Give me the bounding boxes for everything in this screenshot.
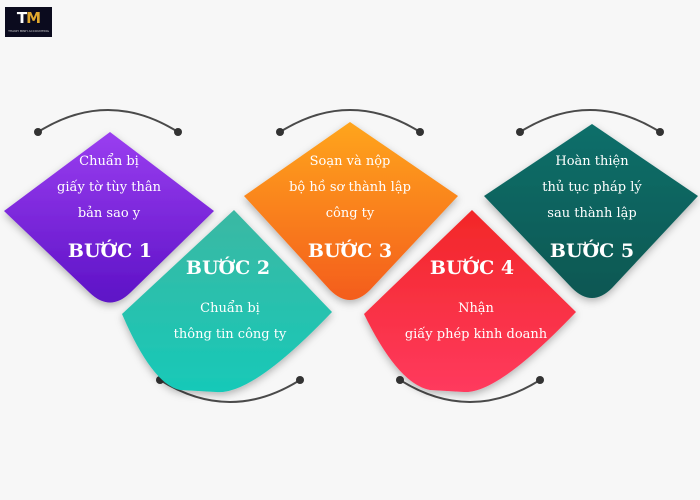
step-4-card bbox=[364, 210, 576, 393]
arc-dot bbox=[396, 376, 404, 384]
logo-tagline: THANH MINH ACCOUNTING bbox=[8, 29, 49, 33]
step-5-line: sau thành lập bbox=[547, 206, 637, 221]
step-5-title: BƯỚC 5 bbox=[549, 240, 635, 262]
step-2-title: BƯỚC 2 bbox=[185, 257, 271, 279]
step-2-line: Chuẩn bị bbox=[200, 301, 260, 316]
step-3-line: Soạn và nộp bbox=[309, 154, 391, 169]
step-4-description: Nhận giấy phép kinh doanh bbox=[396, 296, 556, 348]
step-1-line: Chuẩn bị bbox=[79, 154, 139, 169]
arc-dot bbox=[276, 128, 284, 136]
step-4-title: BƯỚC 4 bbox=[429, 257, 515, 279]
arc-dot bbox=[536, 376, 544, 384]
arc-step-1 bbox=[37, 109, 179, 133]
arc-dot bbox=[34, 128, 42, 136]
step-1-line: bản sao y bbox=[77, 206, 141, 221]
arc-dot bbox=[296, 376, 304, 384]
connector-dots bbox=[34, 128, 664, 384]
arc-dot bbox=[656, 128, 664, 136]
arc-dot bbox=[416, 128, 424, 136]
arc-step-5 bbox=[519, 109, 661, 133]
step-3-title: BƯỚC 3 bbox=[307, 240, 393, 262]
step-5-card bbox=[484, 124, 698, 298]
company-logo: TM THANH MINH ACCOUNTING bbox=[5, 7, 52, 37]
step-5-description: Hoàn thiện thủ tục pháp lý sau thành lập bbox=[525, 149, 659, 227]
step-2-description: Chuẩn bị thông tin công ty bbox=[165, 296, 295, 348]
step-4-line: Nhận bbox=[458, 301, 494, 316]
step-3-line: công ty bbox=[325, 206, 375, 221]
arc-step-3 bbox=[279, 109, 421, 133]
step-3-card bbox=[244, 122, 458, 300]
step-1-card bbox=[4, 132, 214, 303]
step-3-description: Soạn và nộp bộ hồ sơ thành lập công ty bbox=[280, 149, 420, 227]
step-5-line: Hoàn thiện bbox=[555, 154, 629, 169]
step-5-line: thủ tục pháp lý bbox=[542, 180, 642, 195]
step-1-description: Chuẩn bị giấy tờ tùy thân bản sao y bbox=[44, 149, 174, 227]
logo-mark: TM bbox=[16, 9, 41, 27]
step-4-line: giấy phép kinh doanh bbox=[404, 327, 548, 342]
arc-dot bbox=[174, 128, 182, 136]
step-3-line: bộ hồ sơ thành lập bbox=[289, 180, 411, 195]
step-2-card bbox=[122, 210, 332, 393]
step-2-line: thông tin công ty bbox=[173, 327, 287, 342]
arc-step-4 bbox=[399, 379, 541, 403]
step-1-line: giấy tờ tùy thân bbox=[57, 180, 161, 195]
arc-dot bbox=[516, 128, 524, 136]
step-1-title: BƯỚC 1 bbox=[67, 240, 153, 262]
